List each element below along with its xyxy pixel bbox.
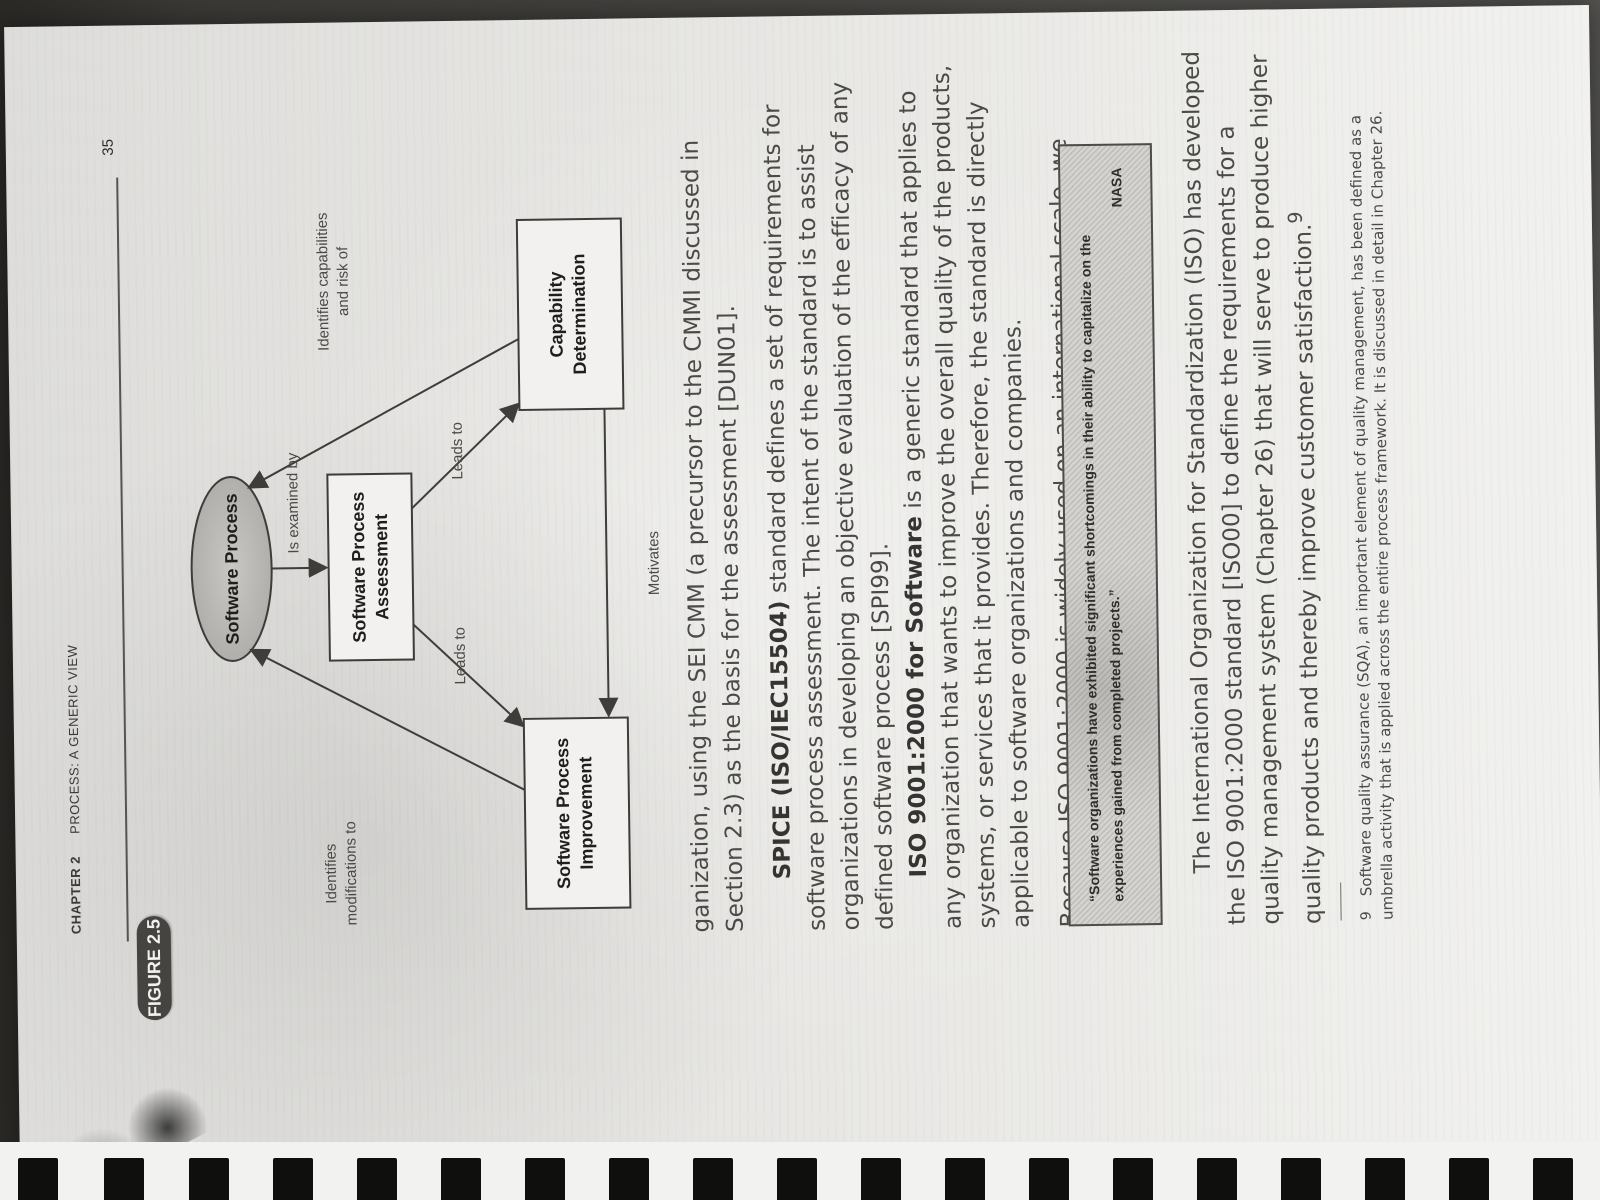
capability-determination-node [515,217,625,411]
iso-9001-term: ISO 9001:2000 for Software [900,515,933,878]
rotated-page-content: CHAPTER 2 PROCESS: A GENERIC VIEW 35 FIG… [4,5,1600,1200]
binding-hole [1029,1158,1069,1200]
label-is-examined-by: Is examined by [284,452,302,554]
binding-hole [273,1158,313,1200]
footnote: 9Software quality assurance (SQA), an im… [1345,50,1399,921]
binding-hole [357,1158,397,1200]
footnote-marker: 9 [1283,211,1307,224]
iso-standard-text: The International Organization for Stand… [1178,50,1327,926]
footnote-divider [1340,882,1342,921]
binding-hole [609,1158,649,1200]
label-motivates: Motivates [645,531,663,595]
chapter-label: CHAPTER 2 [67,855,84,935]
chapter-header: CHAPTER 2 PROCESS: A GENERIC VIEW [58,184,94,935]
edge-improvement-to-process [249,648,526,791]
label-leads-to-left: Leads to [451,627,469,685]
binding-hole [693,1158,733,1200]
capability-determination-label-line2: Determination [568,253,590,374]
edge-assessment-to-improvement [412,623,525,728]
page-number: 35 [99,138,117,156]
binding-hole [104,1158,144,1200]
paragraph-iso-standard: The International Organization for Stand… [1175,49,1331,926]
binding-hole [525,1158,565,1200]
body-text: ganization, using the SEI CMM (a precurs… [673,52,1121,933]
label-leads-to-right: Leads to [449,422,467,480]
binding-strip [0,1142,1600,1200]
quote-source: NASA [1108,167,1125,208]
paragraph-spice: SPICE (ISO/IEC15504) standard defines a … [755,55,903,932]
binding-hole [1197,1158,1237,1200]
label-identifies-modifications-line1: Identifies [322,843,340,903]
header-rule [116,177,129,942]
software-process-label: Software Process [221,493,243,644]
binding-hole [945,1158,985,1200]
label-identifies-capabilities-line2: and risk of [334,246,352,316]
binding-hole [1113,1158,1153,1200]
spice-term: SPICE (ISO/IEC15504) [766,600,797,880]
quote-box: “Software organizations have exhibited s… [1057,143,1163,927]
binding-hole [1281,1158,1321,1200]
edge-process-to-assessment [271,557,329,578]
binding-hole [777,1158,817,1200]
book-page: CHAPTER 2 PROCESS: A GENERIC VIEW 35 FIG… [4,4,1600,1200]
binding-hole [861,1158,901,1200]
page-viewport: CHAPTER 2 PROCESS: A GENERIC VIEW 35 FIG… [4,5,1600,1200]
quote-text: “Software organizations have exhibited s… [1077,234,1127,903]
capability-determination-label-line1: Capability [546,271,567,357]
body-text-lower: The International Organization for Stand… [1175,49,1331,926]
paragraph-iso-9001: ISO 9001:2000 for Software is a generic … [891,53,1039,930]
binding-hole [189,1158,229,1200]
process-diagram: Software Process Software Process Assess… [190,212,663,926]
binding-hole [1533,1158,1573,1200]
binding-hole [1449,1158,1489,1200]
process-assessment-node [326,472,415,662]
chapter-title: PROCESS: A GENERIC VIEW [64,644,83,835]
binding-hole [441,1158,481,1200]
process-assessment-label-line1: Software Process [348,492,370,643]
binding-hole [1365,1158,1405,1200]
label-identifies-modifications-line2: modifications to [342,821,360,925]
process-improvement-node [522,716,632,910]
paragraph-intro: ganization, using the SEI CMM (a precurs… [677,139,749,933]
footnote-number: 9 [1358,911,1375,921]
process-improvement-label-line2: Improvement [575,756,597,869]
footnote-text: Software quality assurance (SQA), an imp… [1346,110,1397,921]
process-assessment-label-line2: Assessment [371,514,392,620]
edge-assessment-to-capability [411,402,521,510]
edge-capability-to-process [247,338,519,489]
edge-capability-to-improvement [598,408,619,718]
process-improvement-label-line1: Software Process [552,738,574,889]
binding-hole [18,1158,58,1200]
label-identifies-capabilities-line1: Identifies capabilities [314,212,333,351]
